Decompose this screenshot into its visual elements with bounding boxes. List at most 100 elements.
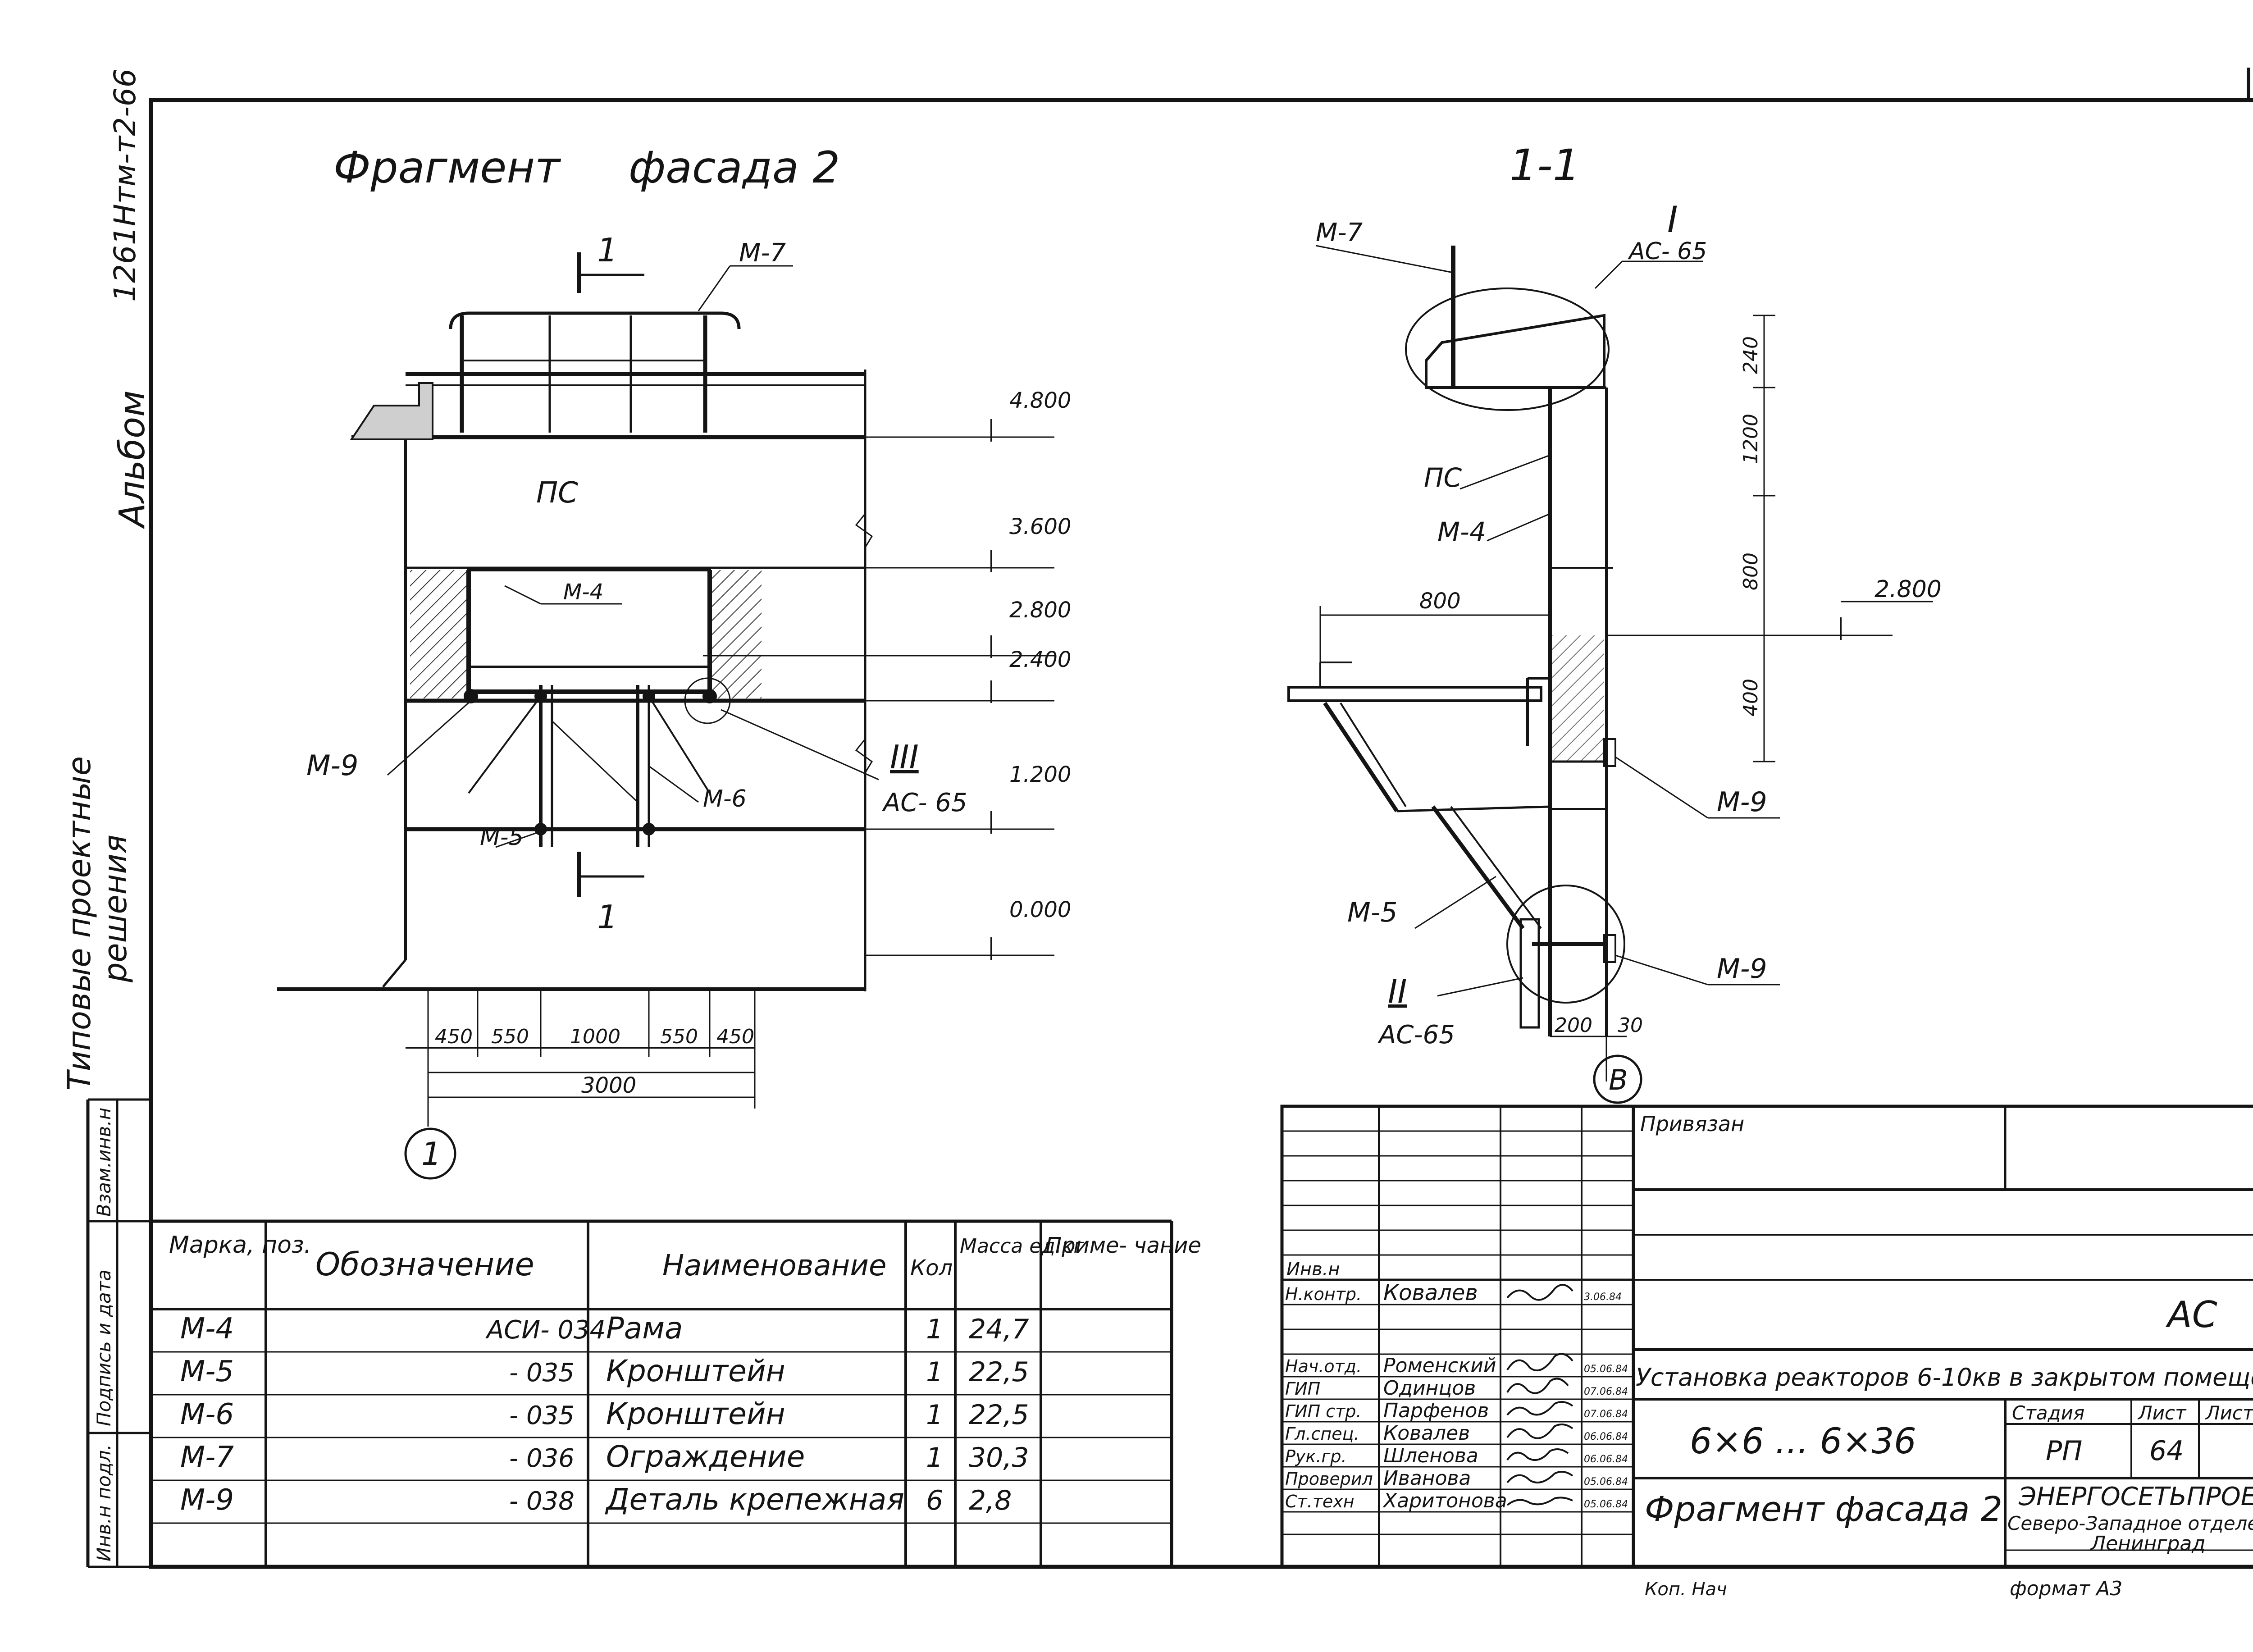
signature-row: Проверил Иванова 05.06.84 (1285, 1467, 1628, 1490)
section-label-m4: М-4 (1437, 516, 1486, 547)
stamp-label-signature-date: Подпись и дата (93, 1269, 115, 1426)
spec-cell-mass: 24,7 (969, 1314, 1029, 1345)
signature-role: Нач.отд. (1285, 1356, 1362, 1376)
signature-mark (1506, 1448, 1569, 1461)
stamp-label-vzam-inv: Взам.инв.н (93, 1108, 115, 1217)
spec-table (151, 1219, 1173, 1567)
signature-date: 07.06.84 (1584, 1386, 1628, 1397)
spec-row: М-4 АСИ- 034 Рама 1 24,7 (180, 1311, 1029, 1346)
series-label-line2: решения (97, 835, 134, 983)
signature-row: Ст.техн Харитонова 05.06.84 (1285, 1489, 1628, 1512)
spec-cell-name: Рама (606, 1311, 683, 1346)
section-dim-30: 30 (1618, 1014, 1643, 1037)
section-label-ac65-top: АС- 65 (1628, 238, 1707, 265)
section-label-m5: М-5 (1347, 897, 1398, 928)
facade-dim-550-left: 550 (491, 1025, 529, 1048)
title-sheet: 64 (2149, 1435, 2184, 1467)
spec-cell-mass: 22,5 (969, 1399, 1029, 1431)
spec-cell-name: Деталь крепежная (605, 1482, 904, 1517)
signature-name: Роменский (1383, 1354, 1496, 1377)
signature-role: ГИП стр. (1285, 1401, 1361, 1421)
section-drawing (1287, 245, 1933, 1104)
spec-cell-mass: 2,8 (969, 1485, 1012, 1516)
title-range: 6×6 ... 6×36 (1690, 1421, 1916, 1462)
spec-cell-mass: 22,5 (969, 1356, 1029, 1388)
spec-cell-qty: 1 (926, 1399, 943, 1431)
title-inv-n: Инв.н (1286, 1259, 1340, 1280)
facade-drawing (277, 252, 1054, 1180)
facade-title-word1: Фрагмент (333, 142, 561, 193)
signature-row: Н.контр. Ковалев 3.06.84 (1285, 1280, 1622, 1305)
signature-date: 05.06.84 (1584, 1499, 1628, 1510)
section-label-ac65-bottom: АС-65 (1377, 1020, 1455, 1050)
signature-date: 06.06.84 (1584, 1454, 1628, 1465)
spec-cell-qty: 1 (926, 1314, 943, 1345)
spec-cell-qty: 1 (926, 1442, 943, 1474)
section-title: 1-1 (1510, 140, 1580, 191)
spec-cell-name: Ограждение (606, 1439, 805, 1474)
signature-name: Харитонова (1382, 1489, 1507, 1512)
spec-cell-designation: - 036 (509, 1444, 575, 1473)
spec-cell-mark: М-4 (180, 1312, 234, 1346)
facade-dim-450-right: 450 (716, 1025, 754, 1048)
title-copied: Коп. Нач (1645, 1579, 1727, 1600)
spec-cell-designation: - 035 (509, 1358, 575, 1387)
signature-mark (1506, 1401, 1573, 1416)
section-dim-800-vert: 800 (1739, 552, 1762, 590)
section-dim-800: 800 (1419, 589, 1461, 614)
stamp-label-inv-podl: Инв.н подл. (93, 1444, 115, 1561)
facade-label-m7: М-7 (739, 238, 786, 268)
signature-mark (1506, 1424, 1573, 1439)
spec-cell-mark: М-5 (180, 1355, 234, 1388)
spec-cell-mark: М-6 (180, 1398, 234, 1431)
section-dim-200: 200 (1555, 1014, 1592, 1037)
album-code: 1261Нтм-т2-66 (108, 68, 142, 302)
signature-role: Проверил (1285, 1469, 1373, 1489)
signature-mark (1506, 1497, 1573, 1506)
signature-role: Н.контр. (1285, 1284, 1362, 1304)
spec-row: М-5 - 035 Кронштейн 1 22,5 (180, 1354, 1029, 1388)
signature-name: Ковалев (1383, 1280, 1478, 1305)
side-stamp-column (86, 1098, 151, 1568)
facade-label-node-iii: III (890, 738, 919, 776)
facade-title-word2: фасада 2 (629, 142, 840, 193)
spec-row: М-9 - 038 Деталь крепежная 6 2,8 (180, 1482, 1012, 1517)
title-privyazan: Привязан (1640, 1112, 1744, 1136)
signature-mark (1506, 1471, 1573, 1483)
signature-date: 07.06.84 (1584, 1409, 1628, 1420)
spec-header-qty: Кол. (910, 1255, 959, 1281)
section-label-node-ii: II (1388, 972, 1407, 1010)
title-org-branch: Северо-Западное отделение (2007, 1512, 2253, 1534)
signature-row: ГИП стр. Парфенов 07.06.84 (1285, 1399, 1628, 1422)
facade-dim-450-left: 450 (435, 1025, 473, 1048)
facade-label-m9: М-9 (306, 749, 358, 782)
section-dim-240: 240 (1739, 336, 1762, 374)
signature-name: Иванова (1383, 1467, 1471, 1490)
spec-cell-qty: 6 (926, 1485, 943, 1516)
signature-name: Парфенов (1383, 1399, 1489, 1422)
spec-cell-name: Кронштейн (606, 1354, 785, 1388)
facade-dim-1000: 1000 (570, 1025, 620, 1048)
facade-label-m5: М-5 (480, 824, 524, 851)
signature-row: Гл.спец. Ковалев 06.06.84 (1285, 1422, 1628, 1445)
section-label-ps: ПС (1424, 462, 1462, 493)
signature-row: ГИП Одинцов 07.06.84 (1285, 1377, 1628, 1400)
signature-mark (1506, 1353, 1573, 1372)
facade-section-mark-bottom: 1 (597, 898, 618, 936)
signature-name: Ковалев (1383, 1422, 1470, 1445)
spec-cell-designation: - 035 (509, 1401, 575, 1430)
section-label-node-i: I (1667, 199, 1678, 241)
title-sheets-label: Листов (2205, 1402, 2253, 1424)
spec-cell-qty: 1 (926, 1356, 943, 1388)
facade-dim-550-right: 550 (660, 1025, 698, 1048)
facade-section-mark-top: 1 (597, 231, 618, 269)
title-code: АС (2165, 1294, 2217, 1336)
spec-cell-designation: - 038 (509, 1487, 575, 1516)
signature-role: ГИП (1285, 1379, 1320, 1399)
spec-cell-name: Кронштейн (606, 1396, 785, 1431)
facade-label-ps: ПС (536, 476, 578, 510)
signature-row: Рук.гр. Шленова 06.06.84 (1285, 1444, 1628, 1467)
section-label-m7: М-7 (1316, 218, 1363, 247)
